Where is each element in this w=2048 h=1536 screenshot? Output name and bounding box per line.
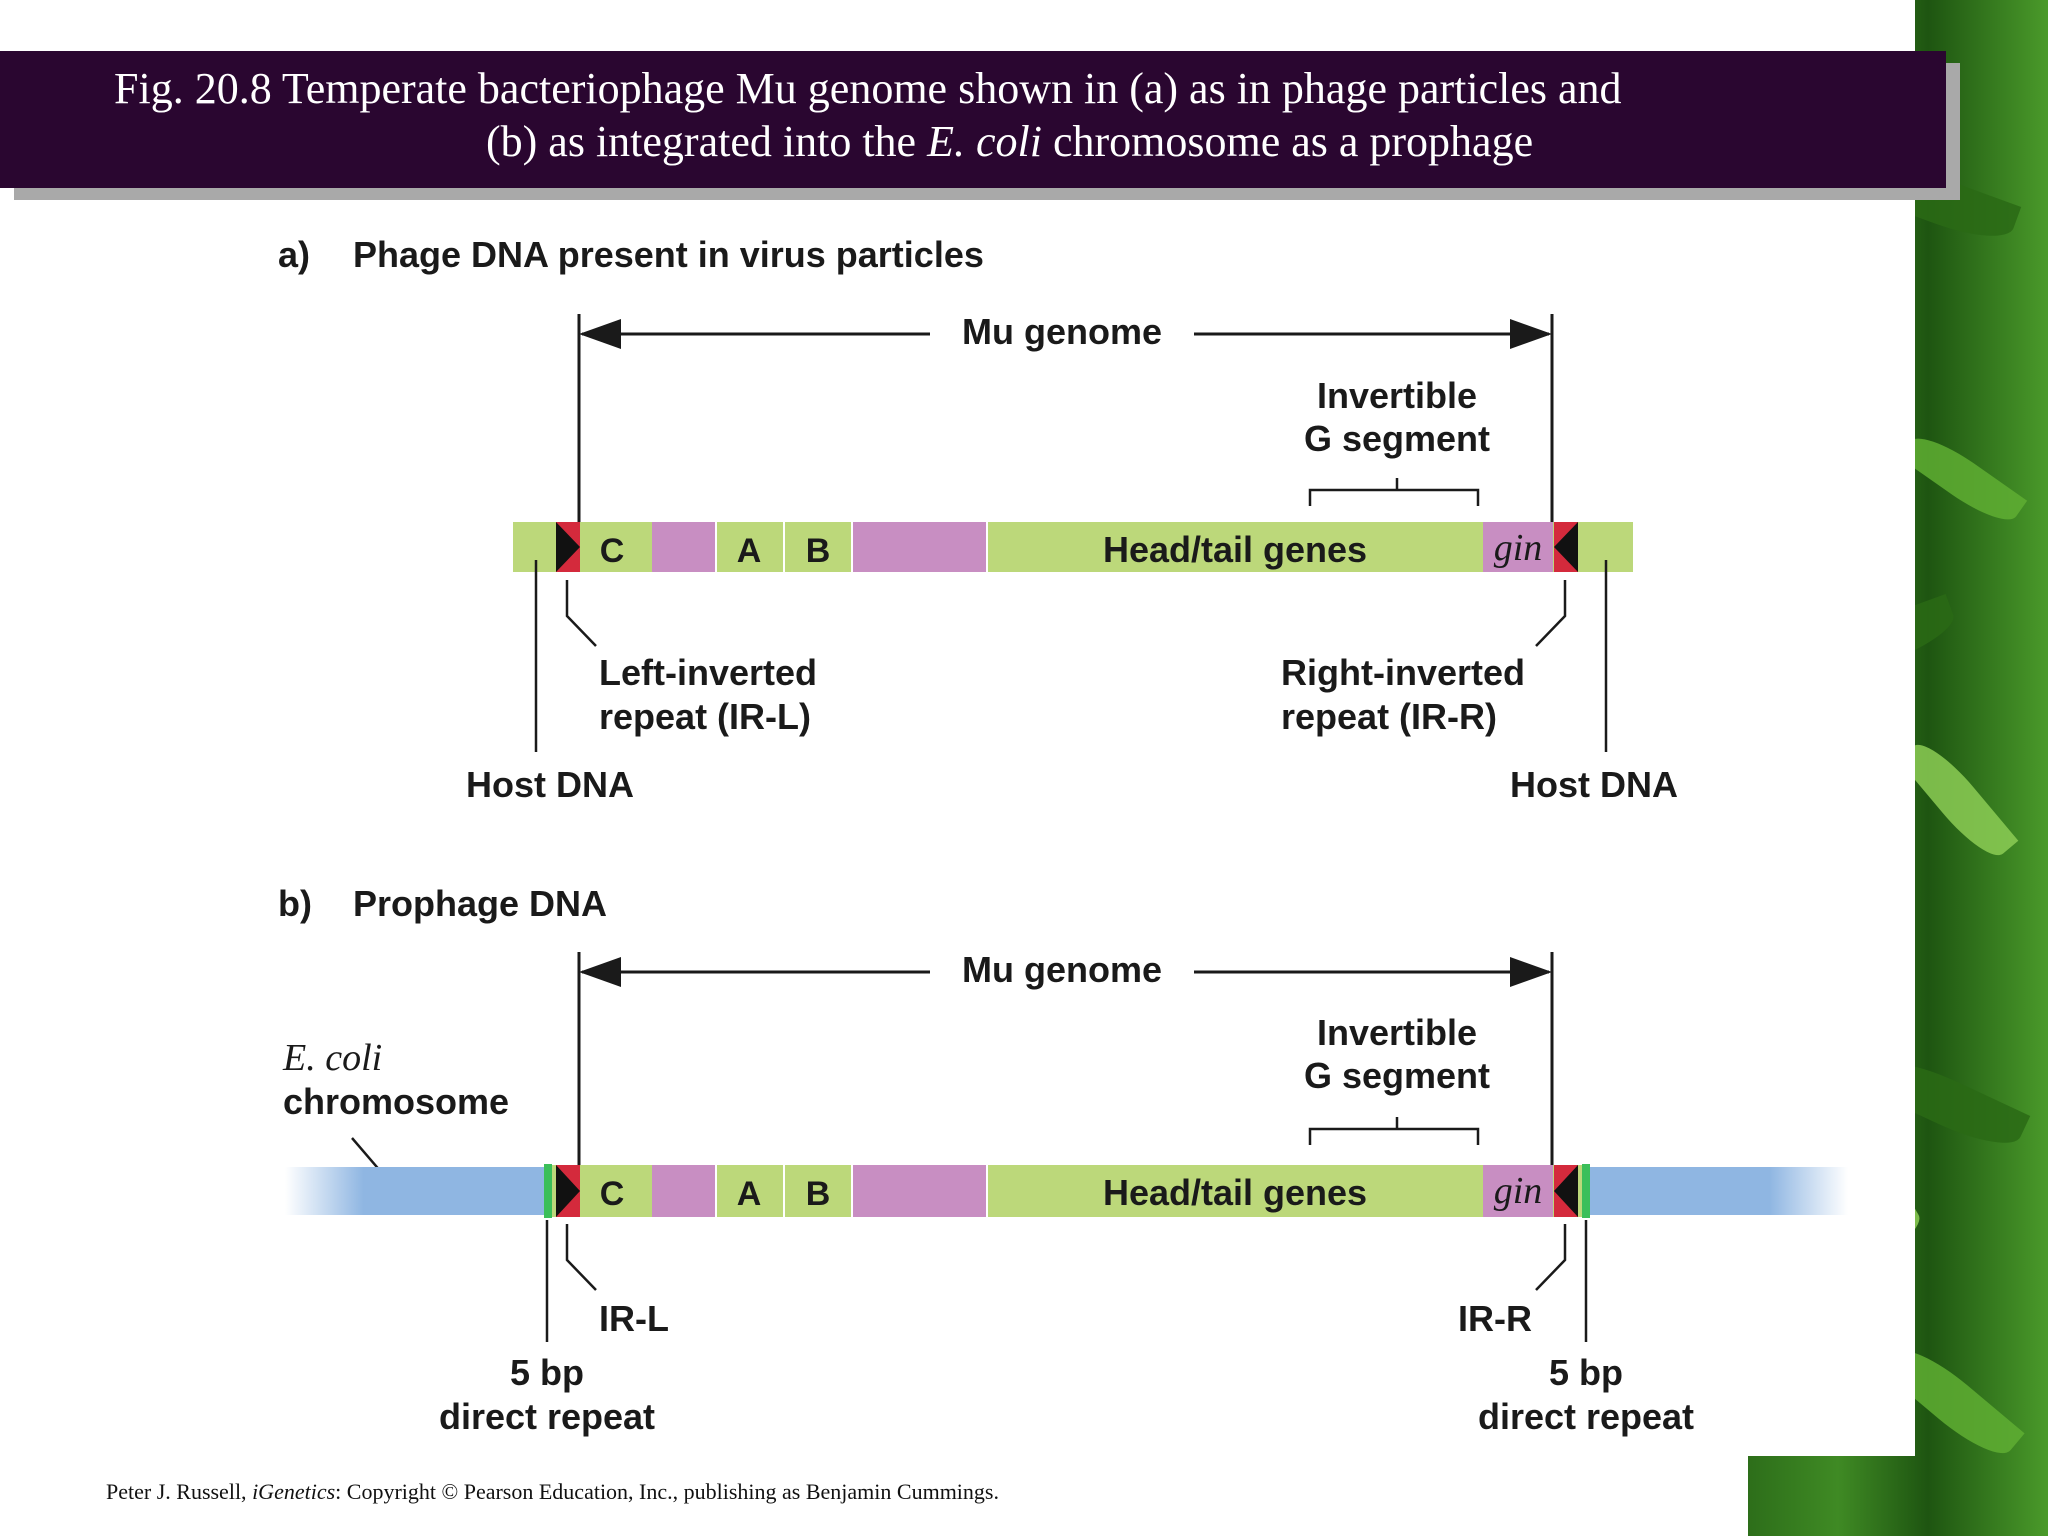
pink-segment-2-b (852, 1165, 987, 1217)
title-line-2: (b) as integrated into the E. coli chrom… (486, 116, 1533, 167)
direct-repeat-right-label-2: direct repeat (1478, 1396, 1694, 1437)
direct-repeat-right-label-1: 5 bp (1549, 1352, 1623, 1393)
host-dna-right-label: Host DNA (1510, 764, 1678, 805)
ir-l-label-b: IR-L (599, 1298, 669, 1339)
head-tail-label-a: Head/tail genes (1103, 529, 1367, 570)
invertible-label-b-1: Invertible (1317, 1012, 1477, 1053)
title-line-2-suffix: chromosome as a prophage (1041, 117, 1534, 166)
ir-l-leader-a (565, 580, 597, 647)
head-tail-segment-b (987, 1165, 1483, 1217)
invertible-bracket-a (1308, 478, 1480, 506)
ir-r-leader-b (1535, 1224, 1567, 1291)
invertible-label-a-2: G segment (1304, 418, 1490, 459)
ir-l-triangle-b (556, 1165, 580, 1217)
footer-author: Peter J. Russell, (106, 1479, 253, 1504)
invertible-bracket-b (1308, 1117, 1480, 1145)
footer-rest: : Copyright © Pearson Education, Inc., p… (335, 1479, 999, 1504)
footer-book: iGenetics (252, 1479, 336, 1504)
a-segment-b (716, 1165, 784, 1217)
panel-a: a) Phage DNA present in virus particles … (278, 234, 1678, 805)
ecoli-label: E. coli (282, 1037, 382, 1079)
a-segment (716, 522, 784, 572)
ir-r-triangle-b (1554, 1165, 1578, 1217)
title-bar (0, 51, 1946, 188)
b-segment-b (784, 1165, 852, 1217)
direct-repeat-right (1582, 1164, 1590, 1218)
direct-repeat-left-label-1: 5 bp (510, 1352, 584, 1393)
direct-repeat-left-label-2: direct repeat (439, 1396, 655, 1437)
gin-segment-b (1483, 1165, 1553, 1217)
pink-segment-1 (652, 522, 716, 572)
a-label-b: A (737, 1175, 762, 1213)
right-ir-label-1: Right-inverted (1281, 652, 1525, 693)
ir-r-triangle-a (1554, 522, 1578, 572)
ir-l-leader-b (565, 1224, 597, 1291)
title-line-1: Fig. 20.8 Temperate bacteriophage Mu gen… (114, 64, 1622, 113)
invertible-label-b-2: G segment (1304, 1055, 1490, 1096)
chromosome-right-segment (1586, 1167, 1848, 1215)
c-label-a: C (600, 532, 625, 570)
left-ir-label-1: Left-inverted (599, 652, 817, 693)
host-dna-left-label: Host DNA (466, 764, 634, 805)
panel-b-letter: b) (278, 883, 312, 924)
panel-b: b) Prophage DNA Mu genome Invertible G s… (278, 883, 1848, 1437)
title-italic-ecoli: E. coli (927, 117, 1042, 166)
chromosome-left-segment (285, 1167, 547, 1215)
copyright-footer: Peter J. Russell, iGenetics: Copyright ©… (106, 1479, 999, 1505)
b-label-b: B (806, 1175, 831, 1213)
invertible-label-a-1: Invertible (1317, 375, 1477, 416)
b-segment (784, 522, 852, 572)
head-tail-label-b: Head/tail genes (1103, 1172, 1367, 1213)
title-line-2-prefix: (b) as integrated into the (486, 117, 928, 166)
pink-segment-1-b (652, 1165, 716, 1217)
ir-r-leader-a (1535, 580, 1567, 647)
chromosome-label: chromosome (283, 1081, 509, 1122)
right-ir-label-2: repeat (IR-R) (1281, 696, 1497, 737)
panel-a-letter: a) (278, 234, 310, 275)
direct-repeat-left (544, 1164, 552, 1218)
head-tail-segment (987, 522, 1483, 572)
c-segment-b (581, 1165, 652, 1217)
panel-b-heading: Prophage DNA (353, 883, 607, 924)
gin-label-a: gin (1494, 527, 1543, 569)
left-ir-label-2: repeat (IR-L) (599, 696, 811, 737)
mu-genome-diagram: a) Phage DNA present in virus particles … (278, 234, 1848, 1437)
c-label-b: C (600, 1175, 625, 1213)
ir-l-triangle-a (556, 522, 580, 572)
a-label-a: A (737, 532, 762, 570)
mu-genome-label-a: Mu genome (962, 311, 1162, 352)
gin-segment (1483, 522, 1553, 572)
c-segment (581, 522, 652, 572)
pink-segment-2 (852, 522, 987, 572)
b-label-a: B (806, 532, 831, 570)
gin-label-b: gin (1494, 1170, 1543, 1212)
mu-genome-label-b: Mu genome (962, 949, 1162, 990)
panel-a-heading: Phage DNA present in virus particles (353, 234, 984, 275)
ir-r-label-b: IR-R (1458, 1298, 1532, 1339)
